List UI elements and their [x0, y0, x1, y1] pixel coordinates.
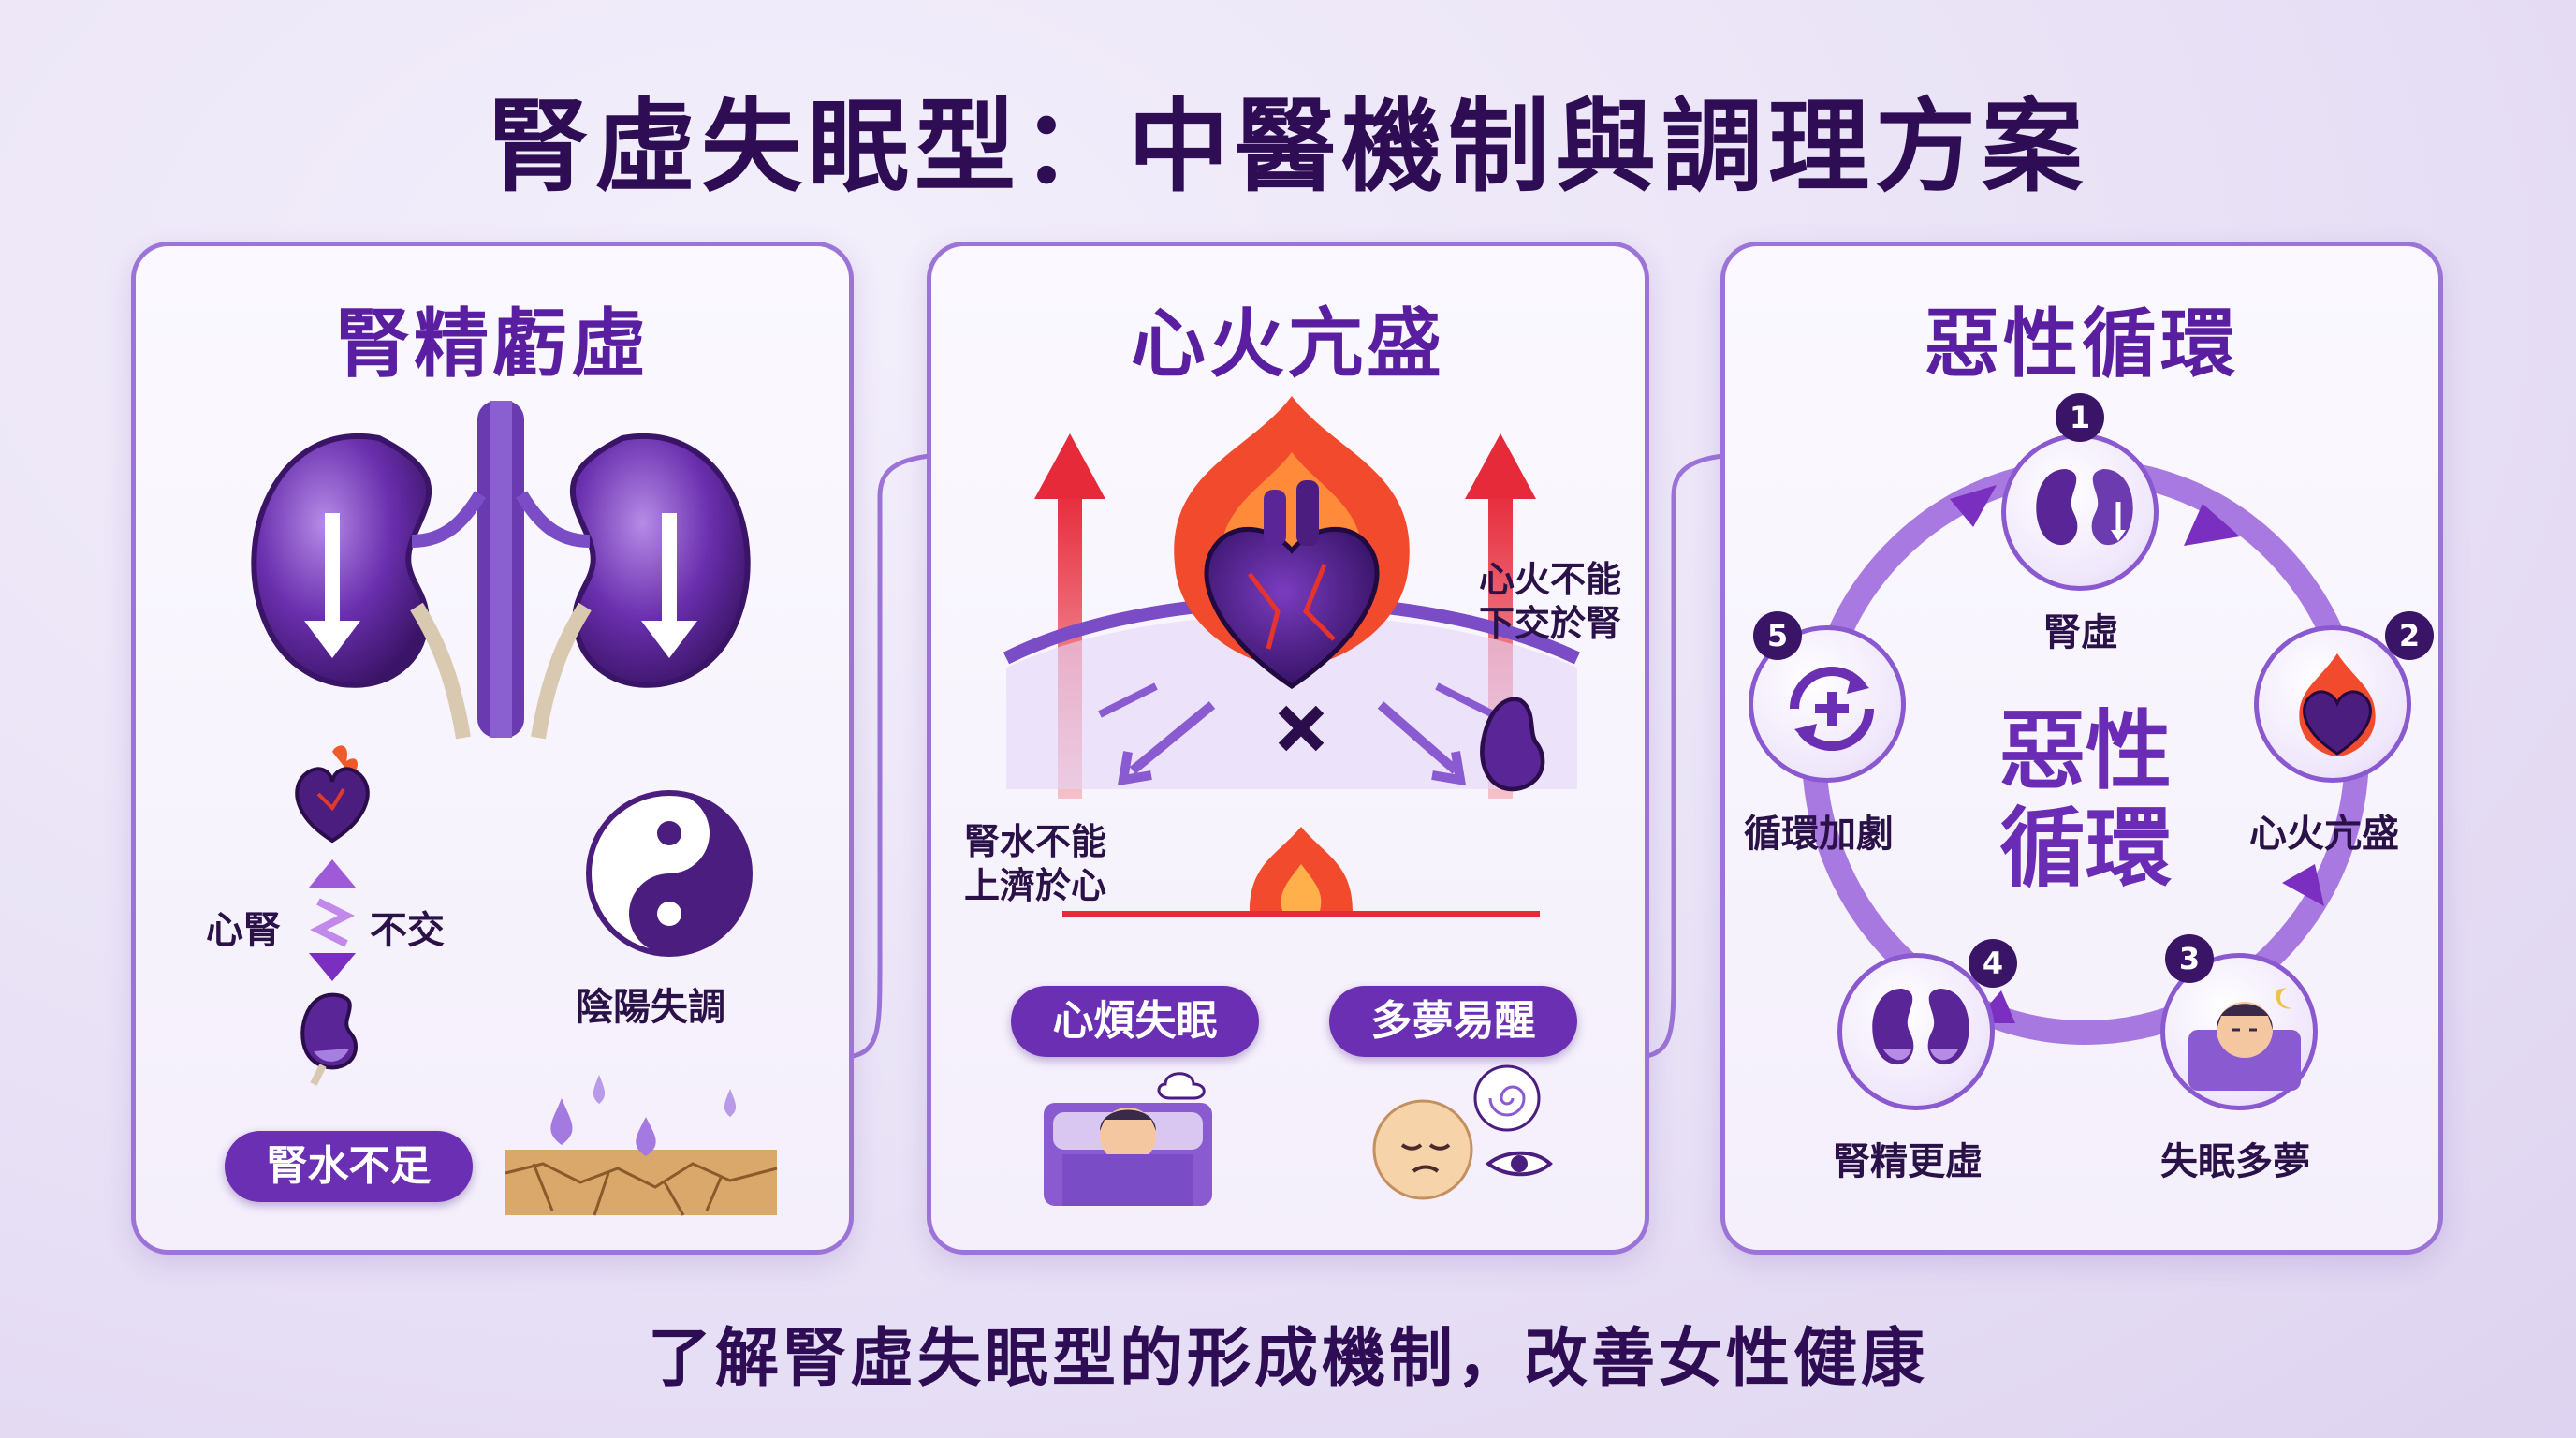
exchange-arrows-icon — [309, 859, 356, 981]
footer-caption: 了解腎虛失眠型的形成機制，改善女性健康 — [647, 1322, 1928, 1396]
panel-title: 惡性循環 — [1925, 301, 2239, 388]
heart-kidney-label-left: 心腎 — [206, 909, 281, 952]
dreaming-face-icon — [1372, 1064, 1553, 1200]
sleepless-person-icon — [1044, 1072, 1212, 1206]
heart-small-icon — [295, 745, 370, 844]
note-heart-fire-2: 下交於腎 — [1479, 603, 1622, 644]
kidneys-icon — [251, 401, 751, 740]
yin-yang-icon — [586, 790, 753, 957]
step-2-label: 心火亢盛 — [2249, 813, 2399, 856]
step-3-label: 失眠多夢 — [2160, 1140, 2310, 1183]
page-title: 腎虛失眠型：中醫機制與調理方案 — [487, 89, 2088, 206]
note-heart-fire-1: 心火不能 — [1479, 559, 1622, 600]
cycle-center-text-2: 循環 — [1998, 799, 2172, 899]
kidney-water-deficit-badge: 腎水不足 — [225, 1131, 473, 1202]
heart-kidney-label-right: 不交 — [370, 909, 445, 952]
kidney-small-icon — [300, 992, 359, 1086]
cycle-center-text-1: 惡性 — [1998, 701, 2172, 801]
panel-heart-fire-excess: 心火亢盛 — [927, 242, 1649, 1255]
dreamy-waking-badge: 多夢易醒 — [1329, 986, 1577, 1057]
step-4-label: 腎精更虛 — [1833, 1140, 1983, 1183]
note-kidney-water-2: 上濟於心 — [964, 865, 1107, 906]
step-number: 1 — [2056, 393, 2104, 442]
yin-yang-label: 陰陽失調 — [576, 986, 725, 1029]
step-5-label: 循環加劇 — [1744, 813, 1894, 856]
step-number: 2 — [2385, 611, 2434, 660]
panel-title: 心火亢盛 — [1131, 301, 1445, 388]
step-1-kidney-icon — [2001, 433, 2159, 591]
step-5-cycle-icon — [1749, 625, 1906, 783]
step-4-kidney-worse-icon — [1837, 953, 1995, 1110]
heart-fire-diagram — [1003, 396, 1580, 917]
panel-vicious-cycle: 惡性循環 惡性 循環 1 腎虛 2 心火亢盛 — [1720, 242, 2443, 1255]
note-kidney-water-1: 腎水不能 — [964, 821, 1107, 862]
panel-title: 腎精虧虛 — [335, 301, 650, 388]
restless-insomnia-badge: 心煩失眠 — [1011, 986, 1259, 1057]
panel-kidney-essence-deficiency: 腎精虧虛 心腎 不交 — [131, 242, 854, 1255]
dry-cracked-earth-icon — [505, 1075, 778, 1216]
step-1-label: 腎虛 — [2043, 611, 2118, 654]
step-number: 4 — [1969, 939, 2017, 988]
step-2-heart-fire-icon — [2254, 625, 2411, 783]
step-number: 3 — [2165, 934, 2214, 983]
step-number: 5 — [1753, 611, 1802, 660]
